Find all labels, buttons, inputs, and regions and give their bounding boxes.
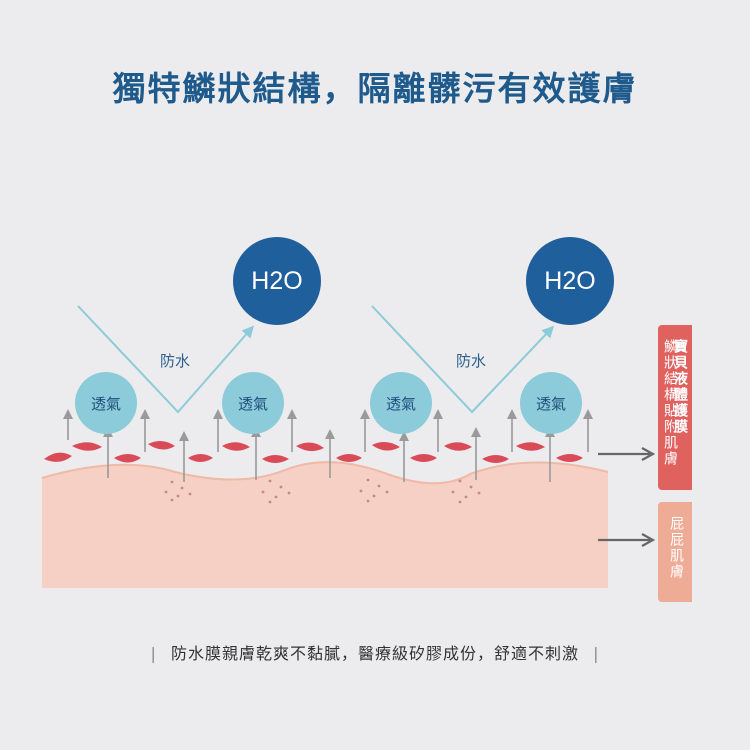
waterproof-label: 防水 — [160, 352, 191, 370]
side-arrows — [598, 454, 650, 540]
breathable-circle: 透氣 — [370, 372, 432, 434]
h2o-circle: H2O — [526, 237, 614, 325]
waterproof-arrows — [77, 305, 555, 414]
caption-bar-left: | — [150, 644, 157, 663]
skin-surface — [41, 461, 609, 485]
page-title: 獨特鱗狀結構，隔離髒污有效護膚 — [112, 69, 638, 108]
film-label-line2: 鱗狀結構貼附肌膚 — [662, 339, 678, 467]
scale-layer — [44, 440, 583, 463]
caption-text: 防水膜親膚乾爽不黏膩，醫療級矽膠成份，舒適不刺激 — [170, 644, 579, 663]
skin-label-box: 屁屁肌膚 — [658, 502, 692, 602]
skin-layer — [42, 462, 608, 588]
film-label-box: 寶貝液體護膜 鱗狀結構貼附肌膚 — [658, 325, 692, 490]
pore-dots — [164, 478, 481, 504]
breathable-circle: 透氣 — [520, 372, 582, 434]
breathable-circle: 透氣 — [222, 372, 284, 434]
caption: | 防水膜親膚乾爽不黏膩，醫療級矽膠成份，舒適不刺激 | — [0, 640, 750, 664]
waterproof-label: 防水 — [456, 352, 487, 370]
skin-label: 屁屁肌膚 — [668, 516, 684, 580]
breathable-circle: 透氣 — [75, 372, 137, 434]
film-label-line1: 寶貝液體護膜 — [672, 339, 688, 435]
h2o-circle: H2O — [233, 237, 321, 325]
caption-bar-right: | — [593, 644, 600, 663]
breathable-arrows — [63, 409, 593, 482]
